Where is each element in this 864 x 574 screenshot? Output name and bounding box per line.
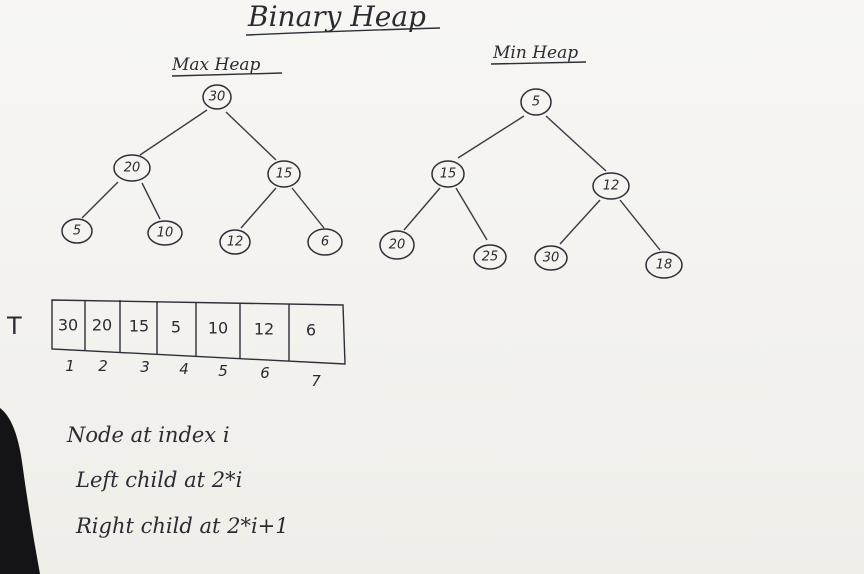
note-right-child: Right child at 2*i+1 <box>75 514 289 538</box>
min-heap-node: 30 <box>534 245 568 271</box>
note-left-child: Left child at 2*i <box>75 468 242 492</box>
svg-text:20: 20 <box>124 161 141 176</box>
svg-text:15: 15 <box>440 167 457 182</box>
svg-text:20: 20 <box>389 238 406 253</box>
array-index: 7 <box>311 372 321 390</box>
svg-text:15: 15 <box>276 167 293 182</box>
array <box>51 299 346 365</box>
svg-text:5: 5 <box>532 95 540 110</box>
array-index: 2 <box>98 357 108 375</box>
array-cell: 12 <box>254 320 274 339</box>
svg-text:30: 30 <box>209 90 226 105</box>
note-node-index: Node at index i <box>66 423 230 447</box>
max-heap-node: 5 <box>61 218 93 244</box>
min-heap-node: 15 <box>431 160 465 188</box>
max-heap-label: Max Heap <box>171 55 261 75</box>
min-heap-node: 20 <box>379 230 415 260</box>
min-heap-node: 5 <box>520 88 552 116</box>
array-cell: 5 <box>171 318 181 337</box>
array-cell: 15 <box>129 317 149 336</box>
svg-text:10: 10 <box>157 226 174 241</box>
max-heap-underline <box>171 72 283 77</box>
svg-text:5: 5 <box>73 224 81 239</box>
svg-text:6: 6 <box>321 235 329 250</box>
min-heap-underline <box>490 61 587 65</box>
array-index: 3 <box>140 358 150 376</box>
max-heap-edges <box>81 109 325 229</box>
min-heap-node: 12 <box>592 172 630 200</box>
svg-text:18: 18 <box>656 258 673 273</box>
array-name: T <box>6 312 22 340</box>
title-underline <box>245 27 441 36</box>
array-cell: 10 <box>208 319 228 338</box>
min-heap-node: 18 <box>645 251 683 279</box>
min-heap-edges <box>403 115 661 251</box>
array-cell: 30 <box>58 316 78 335</box>
presenter-silhouette <box>0 408 40 574</box>
max-heap-node: 20 <box>113 154 151 182</box>
max-heap-node: 12 <box>219 229 251 255</box>
min-heap-node: 25 <box>473 244 507 270</box>
array-values: 30 20 15 5 10 12 6 <box>58 316 316 340</box>
svg-text:12: 12 <box>227 235 244 250</box>
title: Binary Heap <box>247 0 426 33</box>
array-indices: 1 2 3 4 5 6 7 <box>65 357 321 390</box>
array-cell: 20 <box>92 316 112 335</box>
max-heap-node: 15 <box>267 160 301 188</box>
max-heap-node: 6 <box>307 228 343 256</box>
array-index: 6 <box>260 364 270 382</box>
array-cell: 6 <box>306 321 316 340</box>
svg-text:12: 12 <box>603 179 620 194</box>
array-index: 1 <box>65 357 75 375</box>
array-index: 5 <box>218 362 228 380</box>
svg-text:25: 25 <box>482 250 499 265</box>
max-heap-node: 10 <box>147 220 183 246</box>
min-heap-label: Min Heap <box>492 43 578 63</box>
array-index: 4 <box>179 360 189 378</box>
svg-text:30: 30 <box>543 251 560 266</box>
max-heap-node: 30 <box>202 84 232 110</box>
